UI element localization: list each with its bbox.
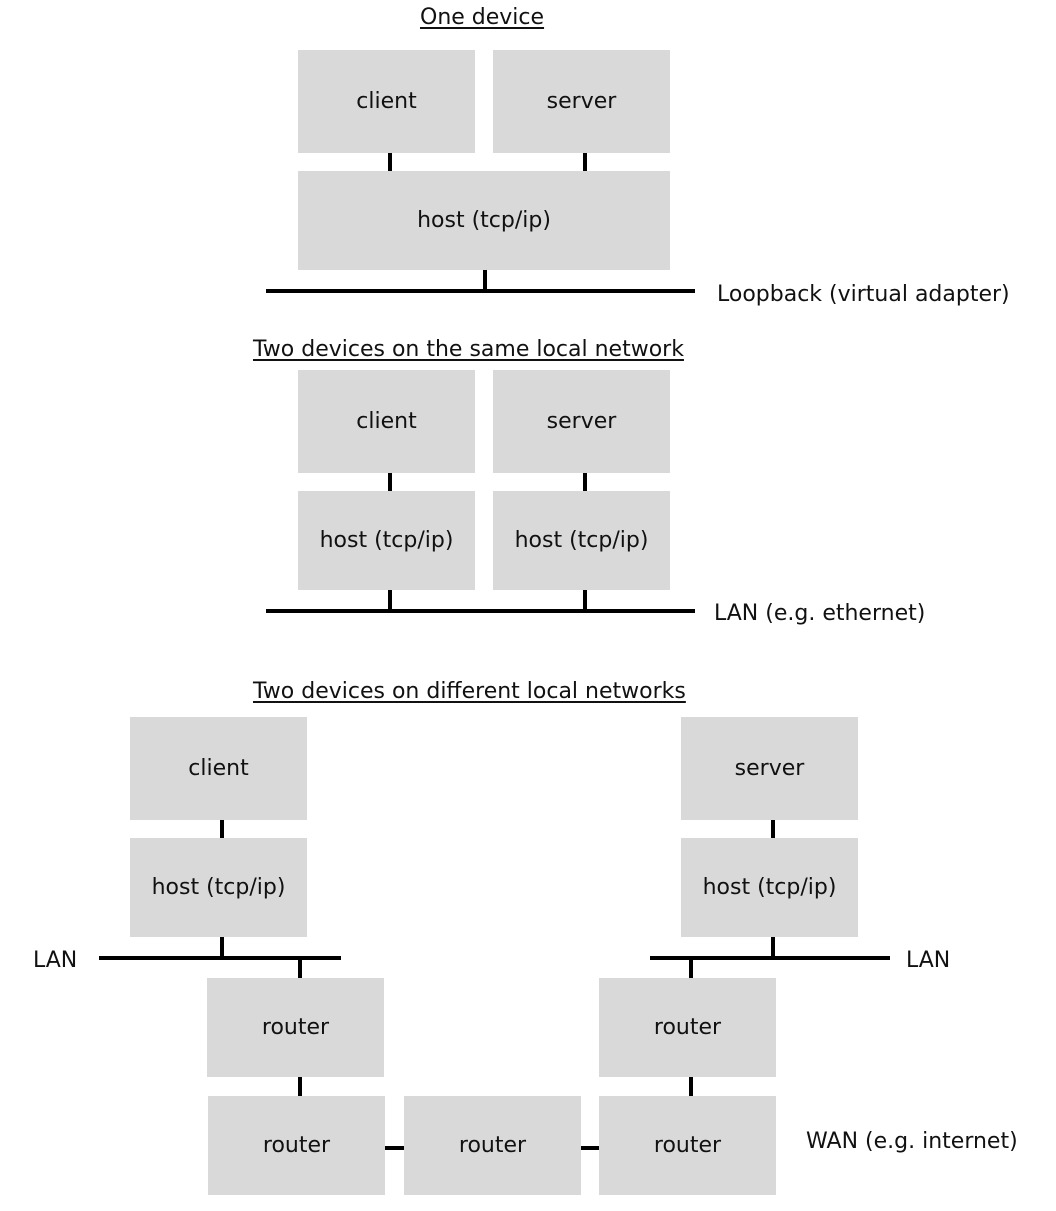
wan-router-left-box: router (208, 1096, 385, 1195)
connector-client-host (388, 153, 392, 171)
section-title-different-lan: Two devices on different local networks (253, 679, 686, 704)
connector-router-wan-right (689, 1077, 693, 1096)
host-box: host (tcp/ip) (298, 171, 670, 270)
server-box: server (681, 717, 858, 820)
connector-lan-router-right (689, 960, 693, 978)
wan-router-right-box: router (599, 1096, 776, 1195)
client-box: client (298, 370, 475, 473)
loopback-label: Loopback (virtual adapter) (717, 282, 1010, 307)
connector-server-host-lan (771, 937, 775, 957)
connector-client-host-lan (388, 590, 392, 610)
client-box: client (130, 717, 307, 820)
lan-bus (266, 609, 695, 613)
client-host-box: host (tcp/ip) (130, 838, 307, 937)
right-lan-router-box: router (599, 978, 776, 1077)
client-host-box: host (tcp/ip) (298, 491, 475, 590)
section-title-one-device: One device (420, 5, 545, 30)
connector-client-host (388, 473, 392, 491)
right-lan-label: LAN (906, 948, 951, 973)
connector-server-host (583, 153, 587, 171)
connector-host-loopback (483, 270, 487, 290)
server-host-box: host (tcp/ip) (681, 838, 858, 937)
left-lan-bus (99, 956, 341, 960)
server-box: server (493, 370, 670, 473)
section-title-same-lan: Two devices on the same local network (253, 337, 684, 362)
loopback-bus (266, 289, 695, 293)
connector-wan-left-middle (385, 1146, 404, 1150)
connector-server-host (771, 820, 775, 838)
connector-lan-router-left (298, 960, 302, 978)
wan-label: WAN (e.g. internet) (806, 1129, 1018, 1154)
connector-client-host-lan (220, 937, 224, 957)
lan-label: LAN (e.g. ethernet) (714, 601, 926, 626)
server-host-box: host (tcp/ip) (493, 491, 670, 590)
left-lan-router-box: router (207, 978, 384, 1077)
client-box: client (298, 50, 475, 153)
connector-server-host-lan (583, 590, 587, 610)
connector-client-host (220, 820, 224, 838)
wan-router-middle-box: router (404, 1096, 581, 1195)
server-box: server (493, 50, 670, 153)
left-lan-label: LAN (33, 948, 78, 973)
connector-router-wan-left (298, 1077, 302, 1096)
connector-wan-middle-right (581, 1146, 599, 1150)
connector-server-host (583, 473, 587, 491)
right-lan-bus (650, 956, 890, 960)
